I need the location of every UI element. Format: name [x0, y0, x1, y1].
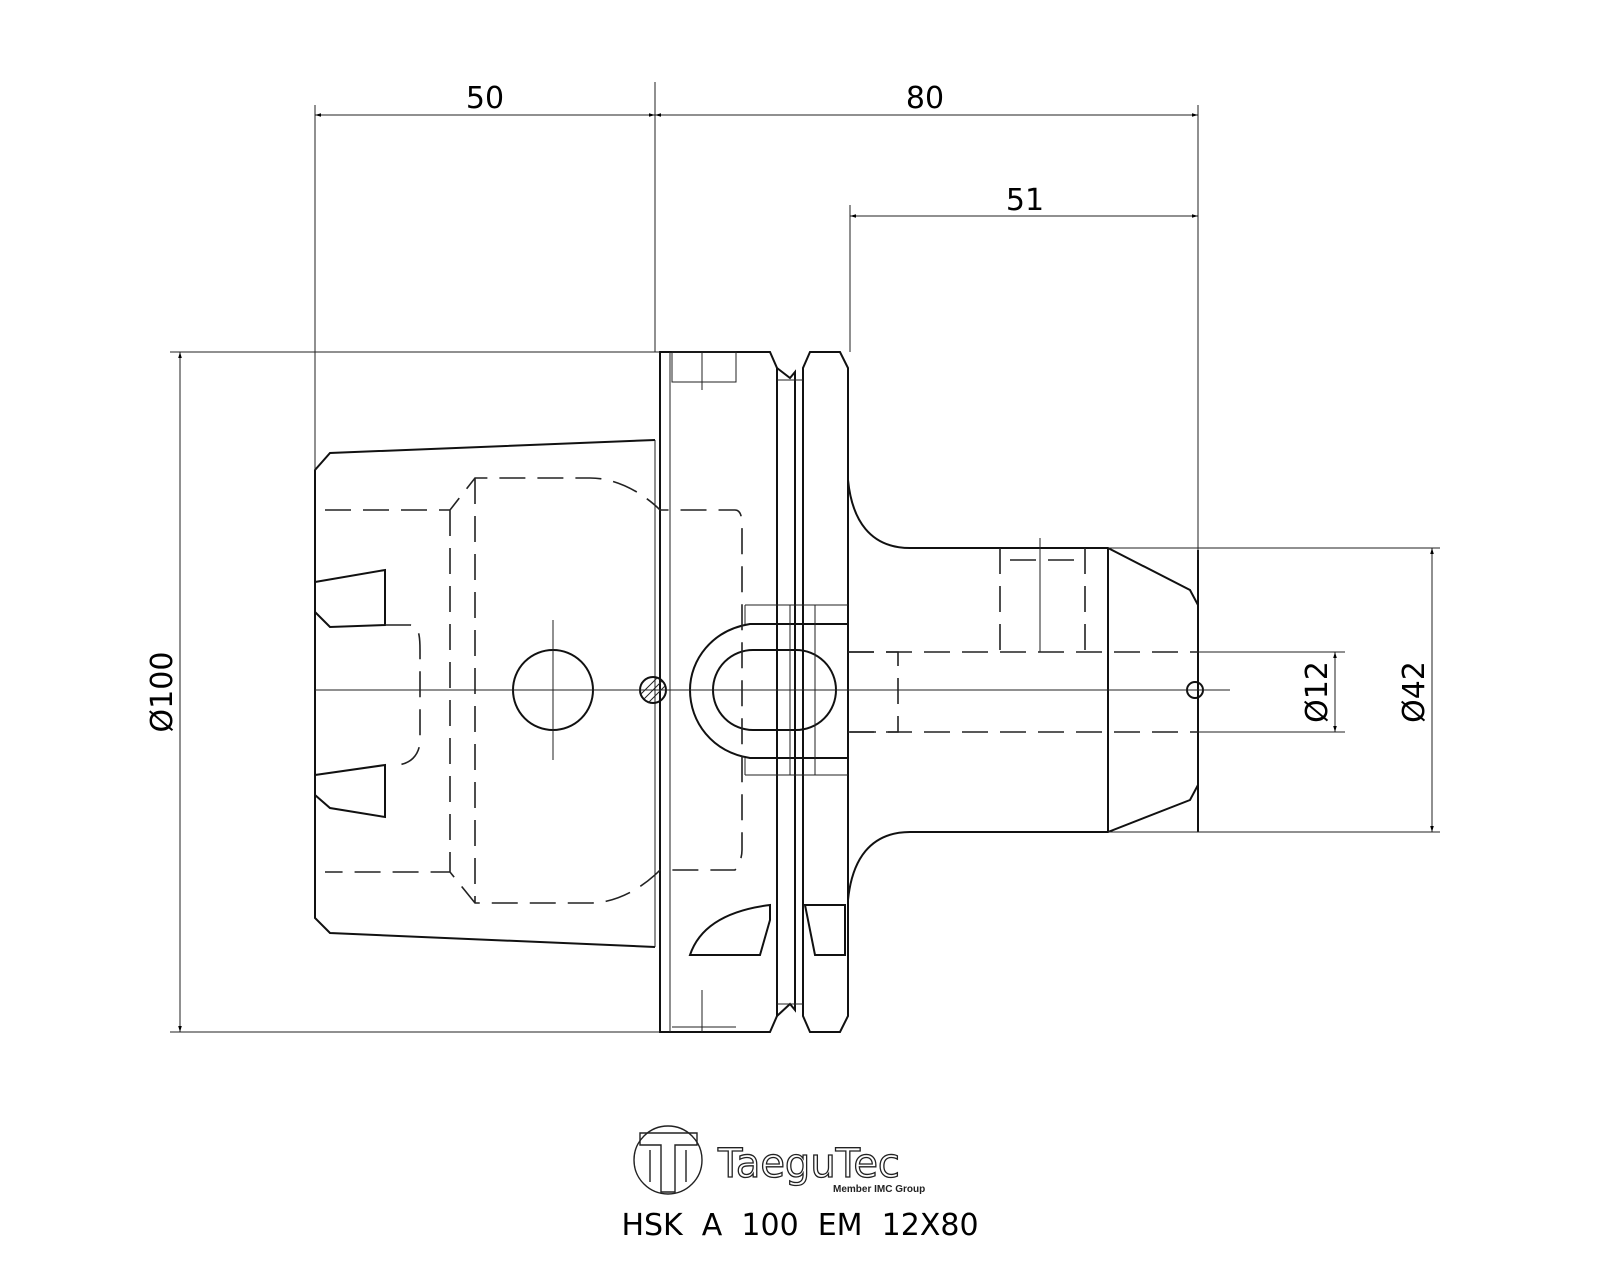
logo-wordmark: TaeguTec: [717, 1141, 900, 1187]
dim-80-label: 80: [906, 81, 944, 116]
dim-dia100-label: Ø100: [145, 652, 180, 733]
dim-dia12-label: Ø12: [1300, 661, 1335, 723]
drive-slot-upper: [314, 568, 386, 629]
drive-slot-lower: [314, 763, 386, 819]
v-groove: [776, 367, 796, 1017]
center-lines: [315, 620, 1230, 760]
flange: [659, 351, 778, 1033]
keyway-lower-right: [803, 904, 846, 956]
dim-50-label: 50: [466, 81, 504, 116]
dim-51-label: 51: [1006, 183, 1044, 218]
keyway-lower-left: [688, 903, 771, 956]
hsk-taper-shank: [314, 439, 656, 948]
tool-holder-body: [314, 351, 1204, 1033]
taegutec-logo: TaeguTec Member IMC Group: [633, 1125, 925, 1195]
rear-flange: [802, 351, 849, 1033]
logo-tagline: Member IMC Group: [833, 1184, 925, 1195]
dimension-lines: [170, 82, 1440, 1033]
hidden-tool-bore: [848, 651, 1198, 733]
logo-emblem: [633, 1125, 703, 1195]
dim-dia42-label: Ø42: [1397, 661, 1432, 723]
part-designation: HSK A 100 EM 12X80: [621, 1208, 979, 1243]
